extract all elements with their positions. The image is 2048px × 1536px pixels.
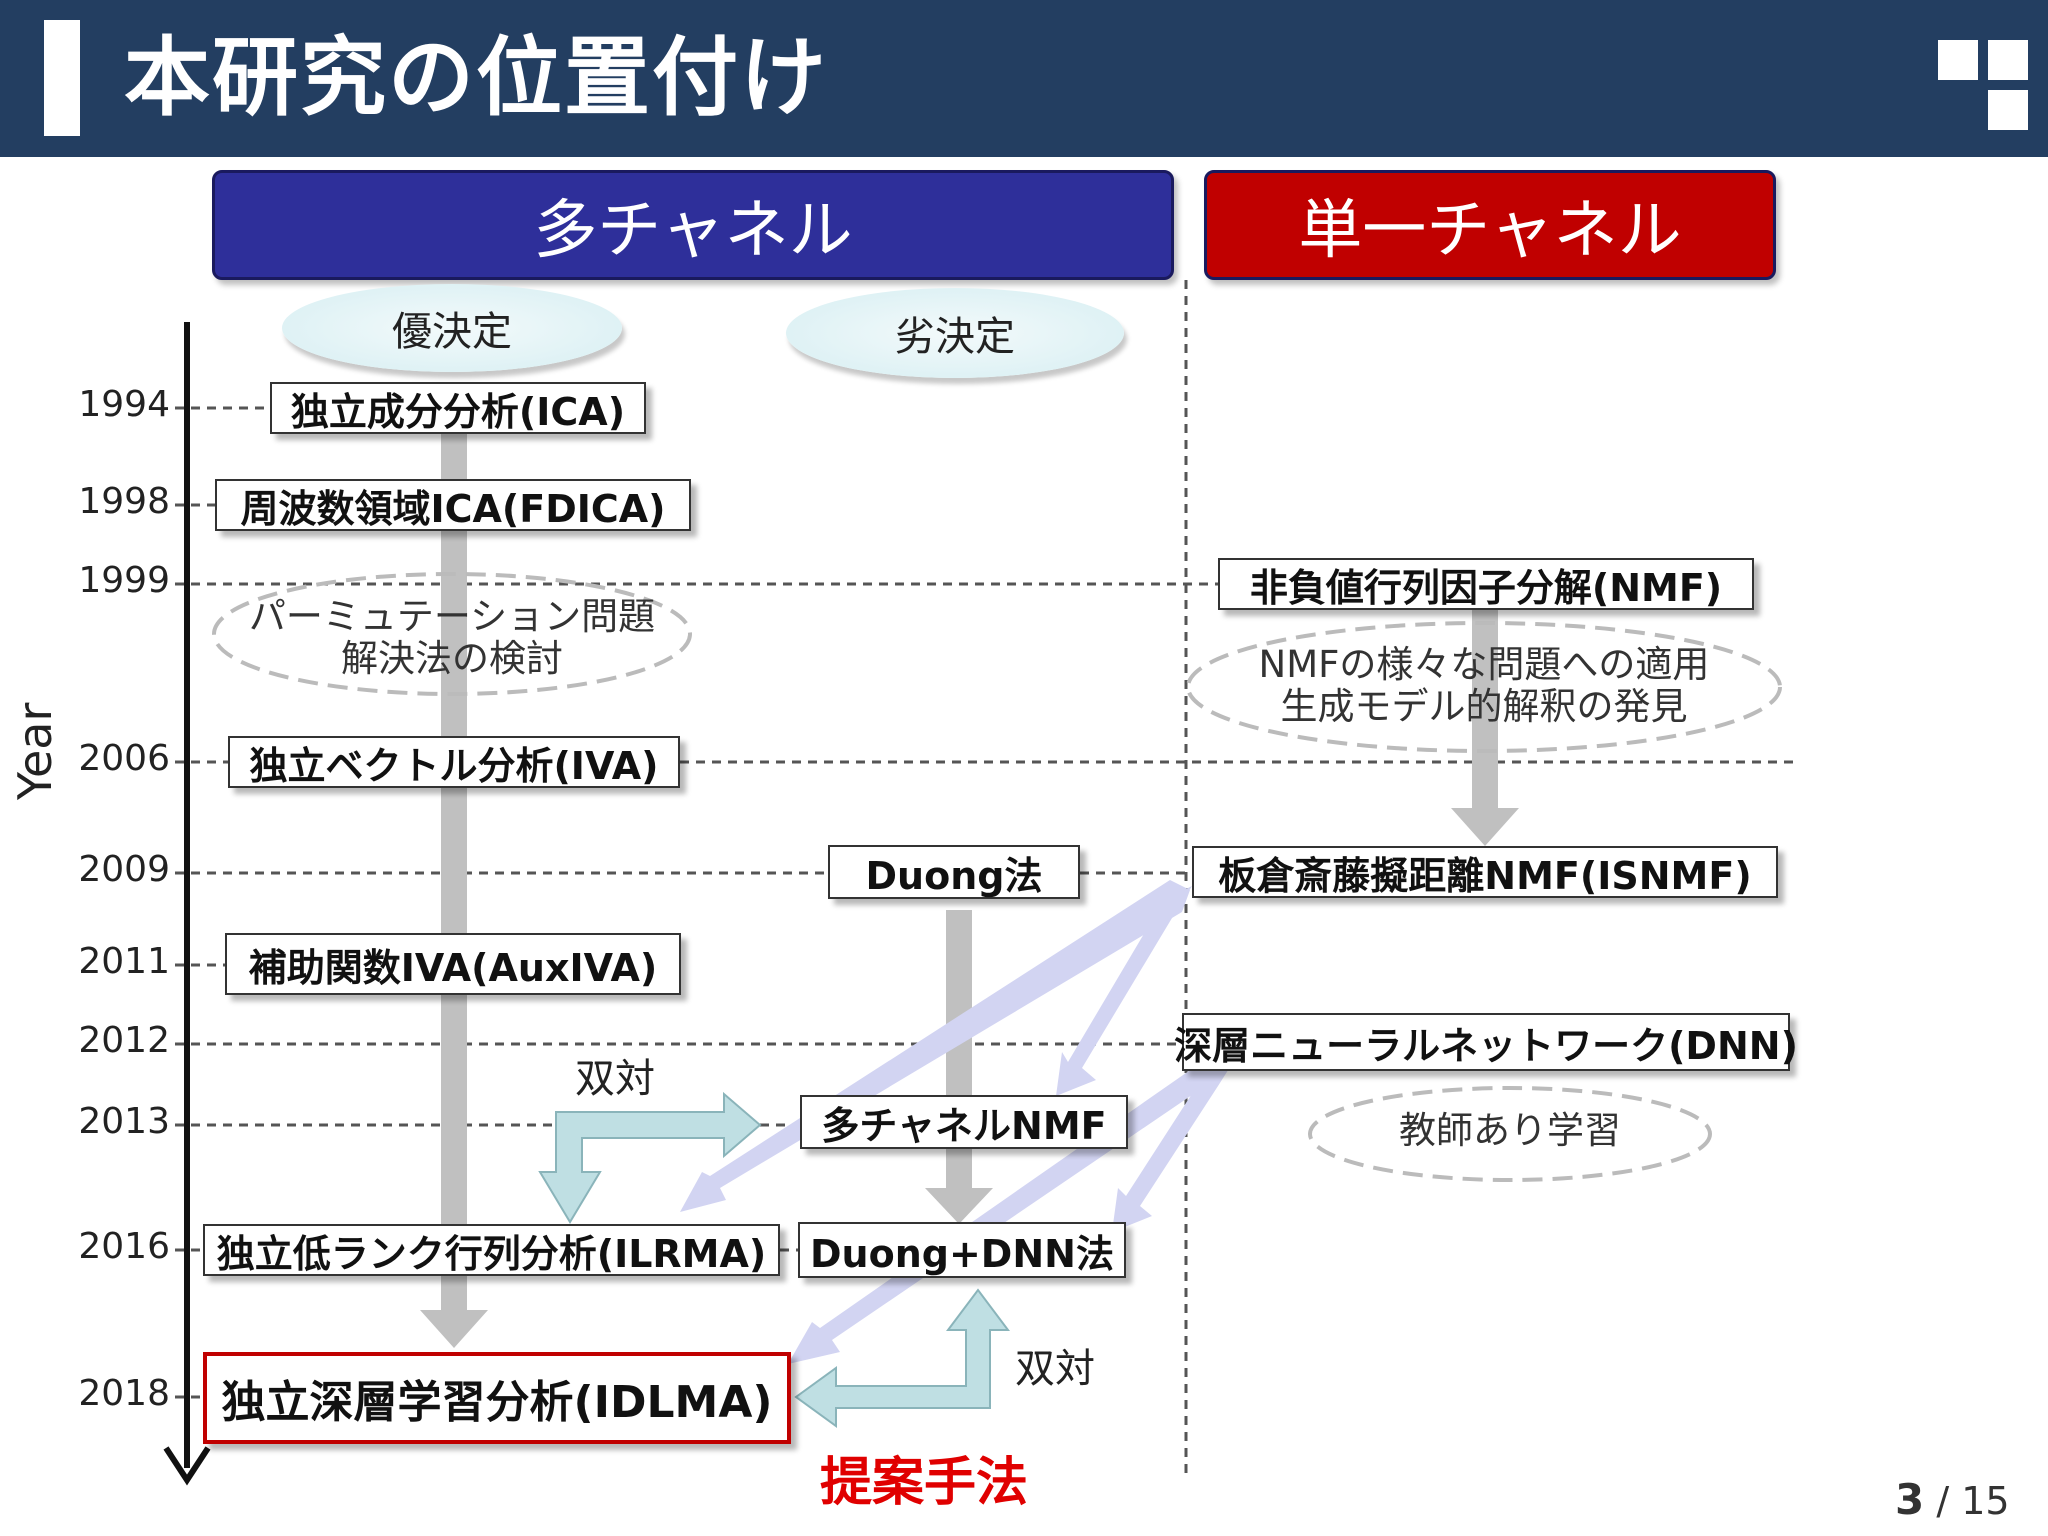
slide-title: 本研究の位置付け (124, 28, 828, 128)
cross-arrow-dnn-to-duongdnn (1112, 1064, 1232, 1232)
page-separator: / (1936, 1479, 1950, 1523)
note-permutation: パーミュテーション問題 解決法の検討 (222, 596, 682, 680)
note-permutation-outline (212, 572, 692, 696)
year-2009: 2009 (78, 849, 170, 890)
overdetermined-label: 優決定 (282, 284, 622, 372)
flow-arrow-left-head (420, 1310, 488, 1348)
method-ilrma: 独立低ランク行列分析(ILRMA) (203, 1224, 780, 1276)
title-accent-bar (44, 20, 80, 136)
method-auxiva: 補助関数IVA(AuxIVA) (225, 933, 681, 995)
cross-arrow-isnmf-to-ilrma (680, 880, 1190, 1212)
note-nmf-line1: NMFの様々な問題への適用 (1258, 643, 1710, 686)
method-duong: Duong法 (828, 845, 1080, 899)
year-2006: 2006 (78, 738, 170, 779)
year-axis-label: Year (8, 702, 62, 800)
method-duong-dnn: Duong+DNN法 (798, 1222, 1126, 1278)
cross-arrow-isnmf-to-mnmf (1056, 886, 1192, 1096)
underdetermined-label: 劣決定 (786, 288, 1124, 378)
dual-label-upper: 双対 (575, 1056, 655, 1102)
note-permutation-line2: 解決法の検討 (341, 637, 563, 680)
method-idlma: 独立深層学習分析(IDLMA) (203, 1352, 791, 1444)
dual-arrow-duongdnn-idlma (794, 1288, 1010, 1428)
dual-label-lower: 双対 (1015, 1346, 1095, 1392)
page-total: 15 (1961, 1479, 2010, 1523)
year-2011: 2011 (78, 941, 170, 982)
page-number: 3 / 15 (1895, 1475, 2010, 1524)
note-supervised: 教師あり学習 (1399, 1109, 1621, 1152)
note-nmf-outline (1186, 621, 1782, 753)
year-2013: 2013 (78, 1101, 170, 1142)
multi-channel-header: 多チャネル (212, 170, 1174, 280)
flow-arrow-left-shaft (441, 432, 467, 1312)
year-2018: 2018 (78, 1373, 170, 1414)
year-1999: 1999 (78, 560, 170, 601)
single-channel-header: 単一チャネル (1204, 170, 1776, 280)
method-mnmf: 多チャネルNMF (800, 1095, 1128, 1149)
note-nmf: NMFの様々な問題への適用 生成モデル的解釈の発見 (1210, 644, 1758, 728)
dual-arrow-mnmf-ilrma (538, 1091, 762, 1224)
year-1994: 1994 (78, 384, 170, 425)
method-isnmf: 板倉斎藤擬距離NMF(ISNMF) (1192, 846, 1778, 898)
year-2012: 2012 (78, 1020, 170, 1061)
title-bar (0, 0, 2048, 157)
page-current: 3 (1895, 1475, 1925, 1524)
flow-arrow-right-shaft (1472, 610, 1498, 810)
method-dnn: 深層ニューラルネットワーク(DNN) (1174, 1013, 1798, 1071)
note-nmf-line2: 生成モデル的解釈の発見 (1280, 685, 1688, 728)
logo-icon (1938, 40, 2028, 130)
method-nmf: 非負値行列因子分解(NMF) (1218, 558, 1754, 610)
note-supervised-outline (1308, 1086, 1712, 1182)
method-iva: 独立ベクトル分析(IVA) (228, 736, 680, 788)
flow-arrow-mid-head (925, 1188, 993, 1224)
proposed-method-label: 提案手法 (820, 1453, 1029, 1513)
year-2016: 2016 (78, 1226, 170, 1267)
year-axis-arrowhead (163, 1446, 211, 1486)
year-1998: 1998 (78, 481, 170, 522)
flow-arrow-right-head (1451, 808, 1519, 846)
note-permutation-line1: パーミュテーション問題 (248, 595, 656, 638)
method-ica: 独立成分分析(ICA) (270, 382, 646, 434)
method-fdica: 周波数領域ICA(FDICA) (215, 479, 691, 531)
